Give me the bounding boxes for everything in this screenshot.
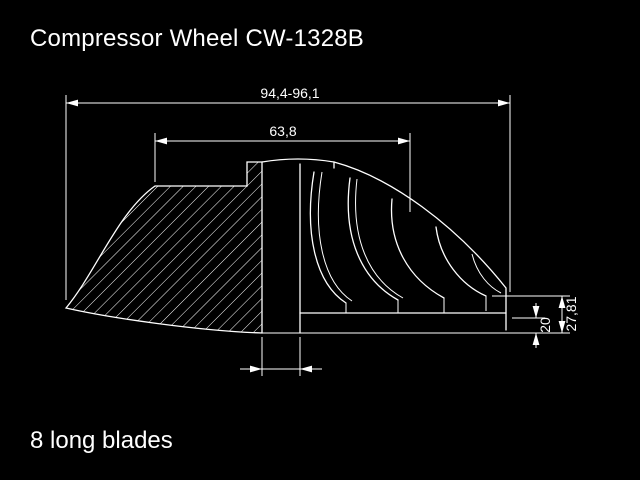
dim-overall-diameter-label: 94,4-96,1 <box>260 85 319 101</box>
blade-count-note: 8 long blades <box>30 427 173 454</box>
hub-nose-line <box>261 158 335 163</box>
dimension-bore <box>240 337 322 376</box>
dimension-overall-diameter: 94,4-96,1 <box>65 85 511 300</box>
blade-curves <box>309 171 502 304</box>
dim-inducer-diameter-label: 63,8 <box>269 123 296 139</box>
dim-back-height-label: 20 <box>537 317 553 333</box>
dim-total-height-label: 27,81 <box>563 296 579 331</box>
dimension-inducer-diameter: 63,8 <box>154 123 411 212</box>
wheel-section-view <box>64 158 570 334</box>
drawing-title: Compressor Wheel CW-1328B <box>30 25 365 52</box>
hub-cross-section-hatched <box>64 161 263 334</box>
dimension-back-height: 20 <box>512 303 553 348</box>
blade-tip-envelope <box>333 161 507 331</box>
blade-trailing-edges <box>345 296 487 313</box>
dimension-total-height: 27,81 <box>492 295 579 333</box>
